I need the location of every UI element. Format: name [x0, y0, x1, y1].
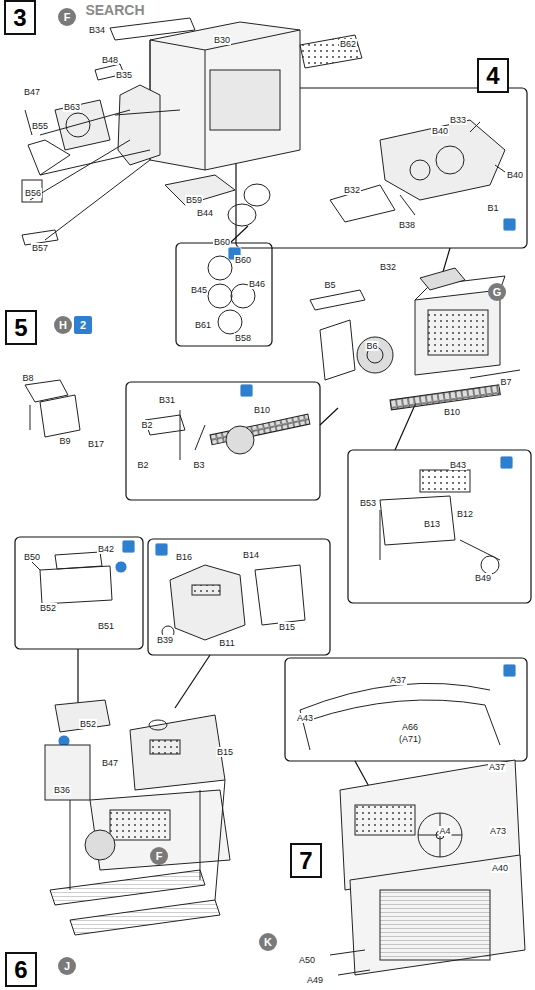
- step4-parts: [310, 120, 520, 410]
- part-number: B62: [339, 39, 357, 49]
- part-number: B17: [87, 439, 105, 449]
- step-number: 7: [290, 843, 322, 878]
- step-number: 4: [477, 58, 509, 93]
- subassembly-marker: H: [54, 316, 72, 334]
- node-text: 3: [13, 4, 26, 31]
- part-number: A73: [489, 826, 507, 836]
- paint-icons: [58, 218, 516, 747]
- part-number: B63: [63, 102, 81, 112]
- subassembly-marker: K: [259, 933, 277, 951]
- part-number: B14: [242, 550, 260, 560]
- part-number: B47: [23, 87, 41, 97]
- part-number: B36: [53, 785, 71, 795]
- part-number: B3: [192, 460, 205, 470]
- part-number: B32: [379, 262, 397, 272]
- part-number: B48: [101, 55, 119, 65]
- step6-parts: [30, 552, 305, 935]
- part-number: B39: [156, 635, 174, 645]
- part-number: B53: [359, 498, 377, 508]
- part-number: B7: [499, 377, 512, 387]
- step5-parts: [25, 380, 500, 574]
- part-number: B51: [97, 621, 115, 631]
- subassembly-marker: J: [58, 957, 76, 975]
- part-number: A66: [401, 722, 419, 732]
- step-number: 3: [4, 0, 36, 35]
- part-number: B10: [443, 407, 461, 417]
- part-number: B42: [97, 544, 115, 554]
- node-text: 7: [299, 847, 312, 874]
- part-number: B59: [185, 195, 203, 205]
- part-number: B55: [31, 121, 49, 131]
- part-number: B52: [79, 719, 97, 729]
- part-number: B58: [234, 333, 252, 343]
- part-number: B50: [23, 552, 41, 562]
- part-number: B60: [234, 255, 252, 265]
- part-number: B11: [218, 638, 235, 648]
- part-number: A37: [488, 762, 506, 772]
- node-text: H: [59, 319, 67, 331]
- step7-parts: [300, 683, 525, 975]
- part-number: B30: [213, 35, 231, 45]
- part-number: B52: [39, 603, 57, 613]
- part-number: B43: [449, 460, 467, 470]
- part-number: B34: [88, 25, 106, 35]
- part-number: A40: [491, 863, 509, 873]
- part-number: B16: [175, 552, 193, 562]
- part-number: B13: [423, 519, 441, 529]
- part-number: B2: [140, 420, 153, 430]
- part-number: A43: [296, 713, 314, 723]
- node-text: F: [64, 11, 71, 23]
- part-number: B32: [343, 185, 361, 195]
- step-number: 5: [5, 310, 37, 345]
- part-number: B6: [365, 341, 378, 351]
- watermark: SEARCH: [84, 3, 145, 18]
- node-text: J: [64, 960, 70, 972]
- part-number: B47: [101, 758, 119, 768]
- paint-icon: 2: [74, 316, 92, 334]
- part-number: B40: [431, 126, 449, 136]
- part-number: B44: [196, 208, 214, 218]
- part-number: B8: [21, 373, 34, 383]
- part-number: B10: [253, 405, 271, 415]
- node-text: 2: [80, 319, 86, 331]
- part-number: B31: [158, 395, 176, 405]
- part-number: B15: [216, 747, 234, 757]
- part-number: B15: [278, 622, 296, 632]
- node-text: K: [264, 936, 272, 948]
- node-text: 6: [14, 956, 27, 983]
- part-number: B12: [456, 509, 474, 519]
- part-number: B1: [486, 203, 499, 213]
- part-number: B9: [58, 436, 71, 446]
- callout-frames: [15, 88, 531, 792]
- subassembly-marker: F: [150, 847, 168, 865]
- part-number: B38: [398, 220, 416, 230]
- part-number: B35: [115, 70, 133, 80]
- part-number: B61: [194, 320, 212, 330]
- part-number: B46: [248, 279, 266, 289]
- part-number: A50: [298, 955, 316, 965]
- step3-parts: [22, 18, 362, 334]
- part-number: (A71): [398, 734, 422, 744]
- subassembly-marker: F: [58, 8, 76, 26]
- part-number: B45: [190, 285, 208, 295]
- part-number: B2: [136, 460, 149, 470]
- part-number: A37: [389, 675, 407, 685]
- node-text: G: [493, 286, 502, 298]
- part-number: A4: [438, 826, 451, 836]
- part-number: A49: [306, 975, 324, 985]
- step-number: 6: [5, 952, 37, 987]
- node-text: 4: [486, 62, 499, 89]
- part-number: B5: [323, 280, 336, 290]
- part-number: B49: [474, 573, 492, 583]
- node-text: F: [156, 850, 163, 862]
- subassembly-marker: G: [488, 283, 506, 301]
- part-number: B33: [449, 115, 467, 125]
- part-number: B57: [31, 243, 49, 253]
- node-text: 5: [14, 314, 27, 341]
- part-number: B56: [24, 188, 42, 198]
- part-number: B40: [506, 170, 524, 180]
- part-number: B60: [213, 237, 231, 247]
